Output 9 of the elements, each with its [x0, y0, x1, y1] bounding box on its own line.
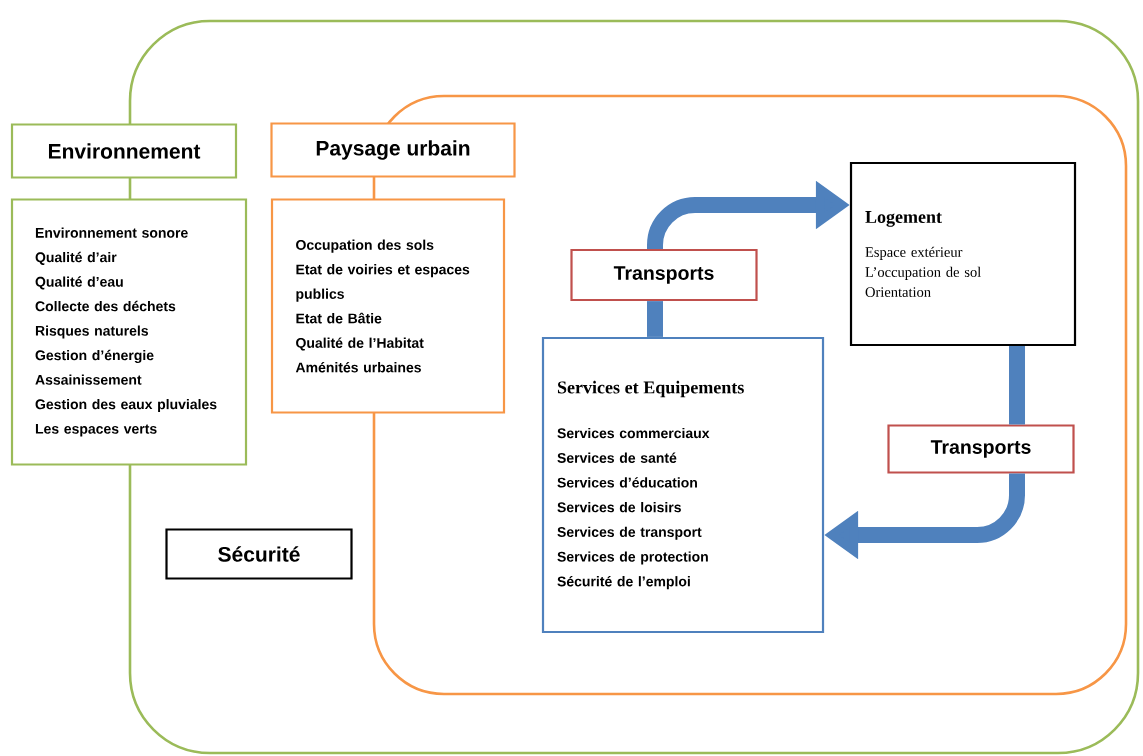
info-box: Logement Espace extérieur L’occupation de sol Orientation [849, 161, 1077, 347]
heading-box: Environnement [10, 123, 238, 179]
heading-box: Sécurité [165, 528, 353, 580]
list-box: Environnement sonore Qualité d’air Qualité d’eau Collecte des déchets Risques naturels Gestion d’énergie Assainissement Gestion des eaux pluviales Les espaces verts [10, 198, 248, 466]
label-box: Transports [887, 424, 1075, 474]
label-box: Transports [570, 248, 758, 302]
info-box: Services et Equipements Services commerciaux Services de santé Services d’éducation Services de loisirs Services de transport Services de protection Sécurité de l’emploi [541, 336, 825, 634]
list-box: Occupation des sols Etat de voiries et espaces publics Etat de Bâtie Qualité de l’Habitat Aménités urbaines [270, 198, 506, 414]
heading-box: Paysage urbain [270, 122, 516, 178]
